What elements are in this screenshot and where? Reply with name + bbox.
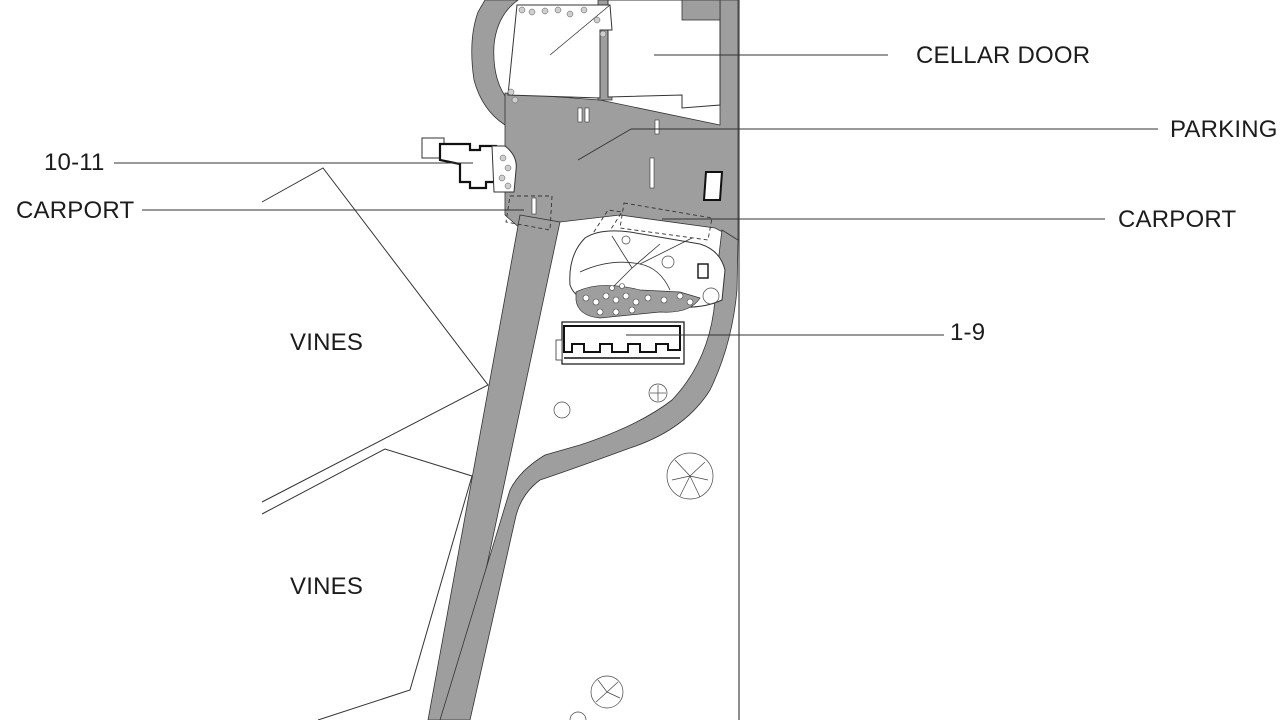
- label-vines-upper: VINES: [290, 329, 364, 356]
- label-cellar-door: CELLAR DOOR: [916, 42, 1091, 69]
- tree-symbols: [553, 383, 714, 720]
- leader-lines: [114, 54, 1158, 336]
- vine-blocks: [261, 167, 489, 720]
- label-carport-left: CARPORT: [16, 197, 135, 224]
- parking-kiosk: [702, 171, 724, 201]
- label-units-10-11: 10-11: [44, 149, 105, 176]
- driveway-paving: [427, 0, 739, 720]
- garden-court: [569, 230, 726, 319]
- label-parking: PARKING: [1170, 116, 1278, 143]
- units-1-9-building: [555, 321, 685, 365]
- units-10-11-building: [421, 137, 517, 193]
- label-carport-right: CARPORT: [1118, 206, 1237, 233]
- label-vines-lower: VINES: [290, 573, 364, 600]
- label-units-1-9: 1-9: [950, 319, 986, 346]
- cellar-door-building: [507, 0, 721, 215]
